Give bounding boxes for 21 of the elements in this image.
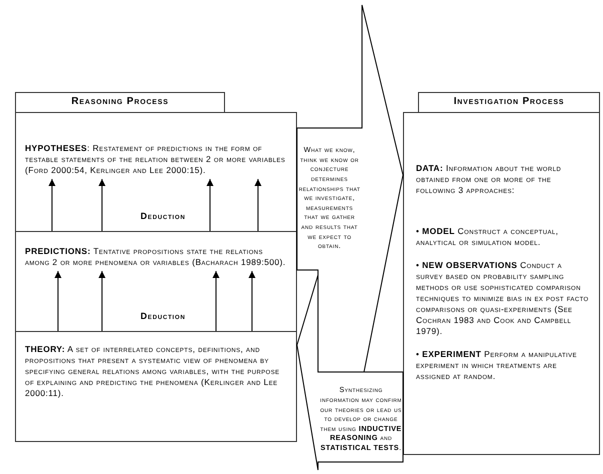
block-arrow xyxy=(296,274,404,470)
definition-text: THEORY: A set of interrelated concepts, definitions, and propositions that present a systematic view of phenomena by specifying general relations among variables, with the purpose of explaining and predicting the phenomena (Kerlinger and Lee 2000:11). xyxy=(25,344,281,399)
panel-heading: Reasoning Process xyxy=(15,92,225,113)
bullet-text: • EXPERIMENT Perform a manipulative experiment in which treatments are assigned at random. xyxy=(416,349,578,382)
annotation-text: Deduction xyxy=(139,211,187,221)
panel-heading: Investigation Process xyxy=(418,92,600,113)
annotation-text: Deduction xyxy=(139,311,187,321)
bullet-text: • MODEL Construct a conceptual, analytical or simulation model. xyxy=(416,226,560,248)
arrow xyxy=(254,178,262,232)
arrow xyxy=(206,178,214,232)
arrow xyxy=(212,270,220,332)
definition-text: HYPOTHESES: Restatement of predictions in the form of testable statements of the relation between 2 or more variables (Ford 2000:54, Kerlinger and Lee 2000:15). xyxy=(25,143,286,176)
bullet-text: • NEW OBSERVATIONS Conduct a survey based on probability sampling methods or use sophisticated comparison techniques to minimize bias in ex post facto comparisons or quasi-experiments (See Cochran 1983 and Cook and Campbell 1979). xyxy=(416,260,589,337)
definition-text: PREDICTIONS: Tentative propositions state the relations among 2 or more phenomena or variables (Bacharach 1989:500). xyxy=(25,246,287,268)
definition-text: DATA: Information about the world obtained from one or more of the following 3 approaches: xyxy=(416,163,562,196)
arrow xyxy=(48,178,56,232)
arrow xyxy=(98,270,106,332)
arrow xyxy=(248,270,256,332)
arrow xyxy=(98,178,106,232)
block-arrow xyxy=(296,4,404,372)
arrow xyxy=(54,270,62,332)
